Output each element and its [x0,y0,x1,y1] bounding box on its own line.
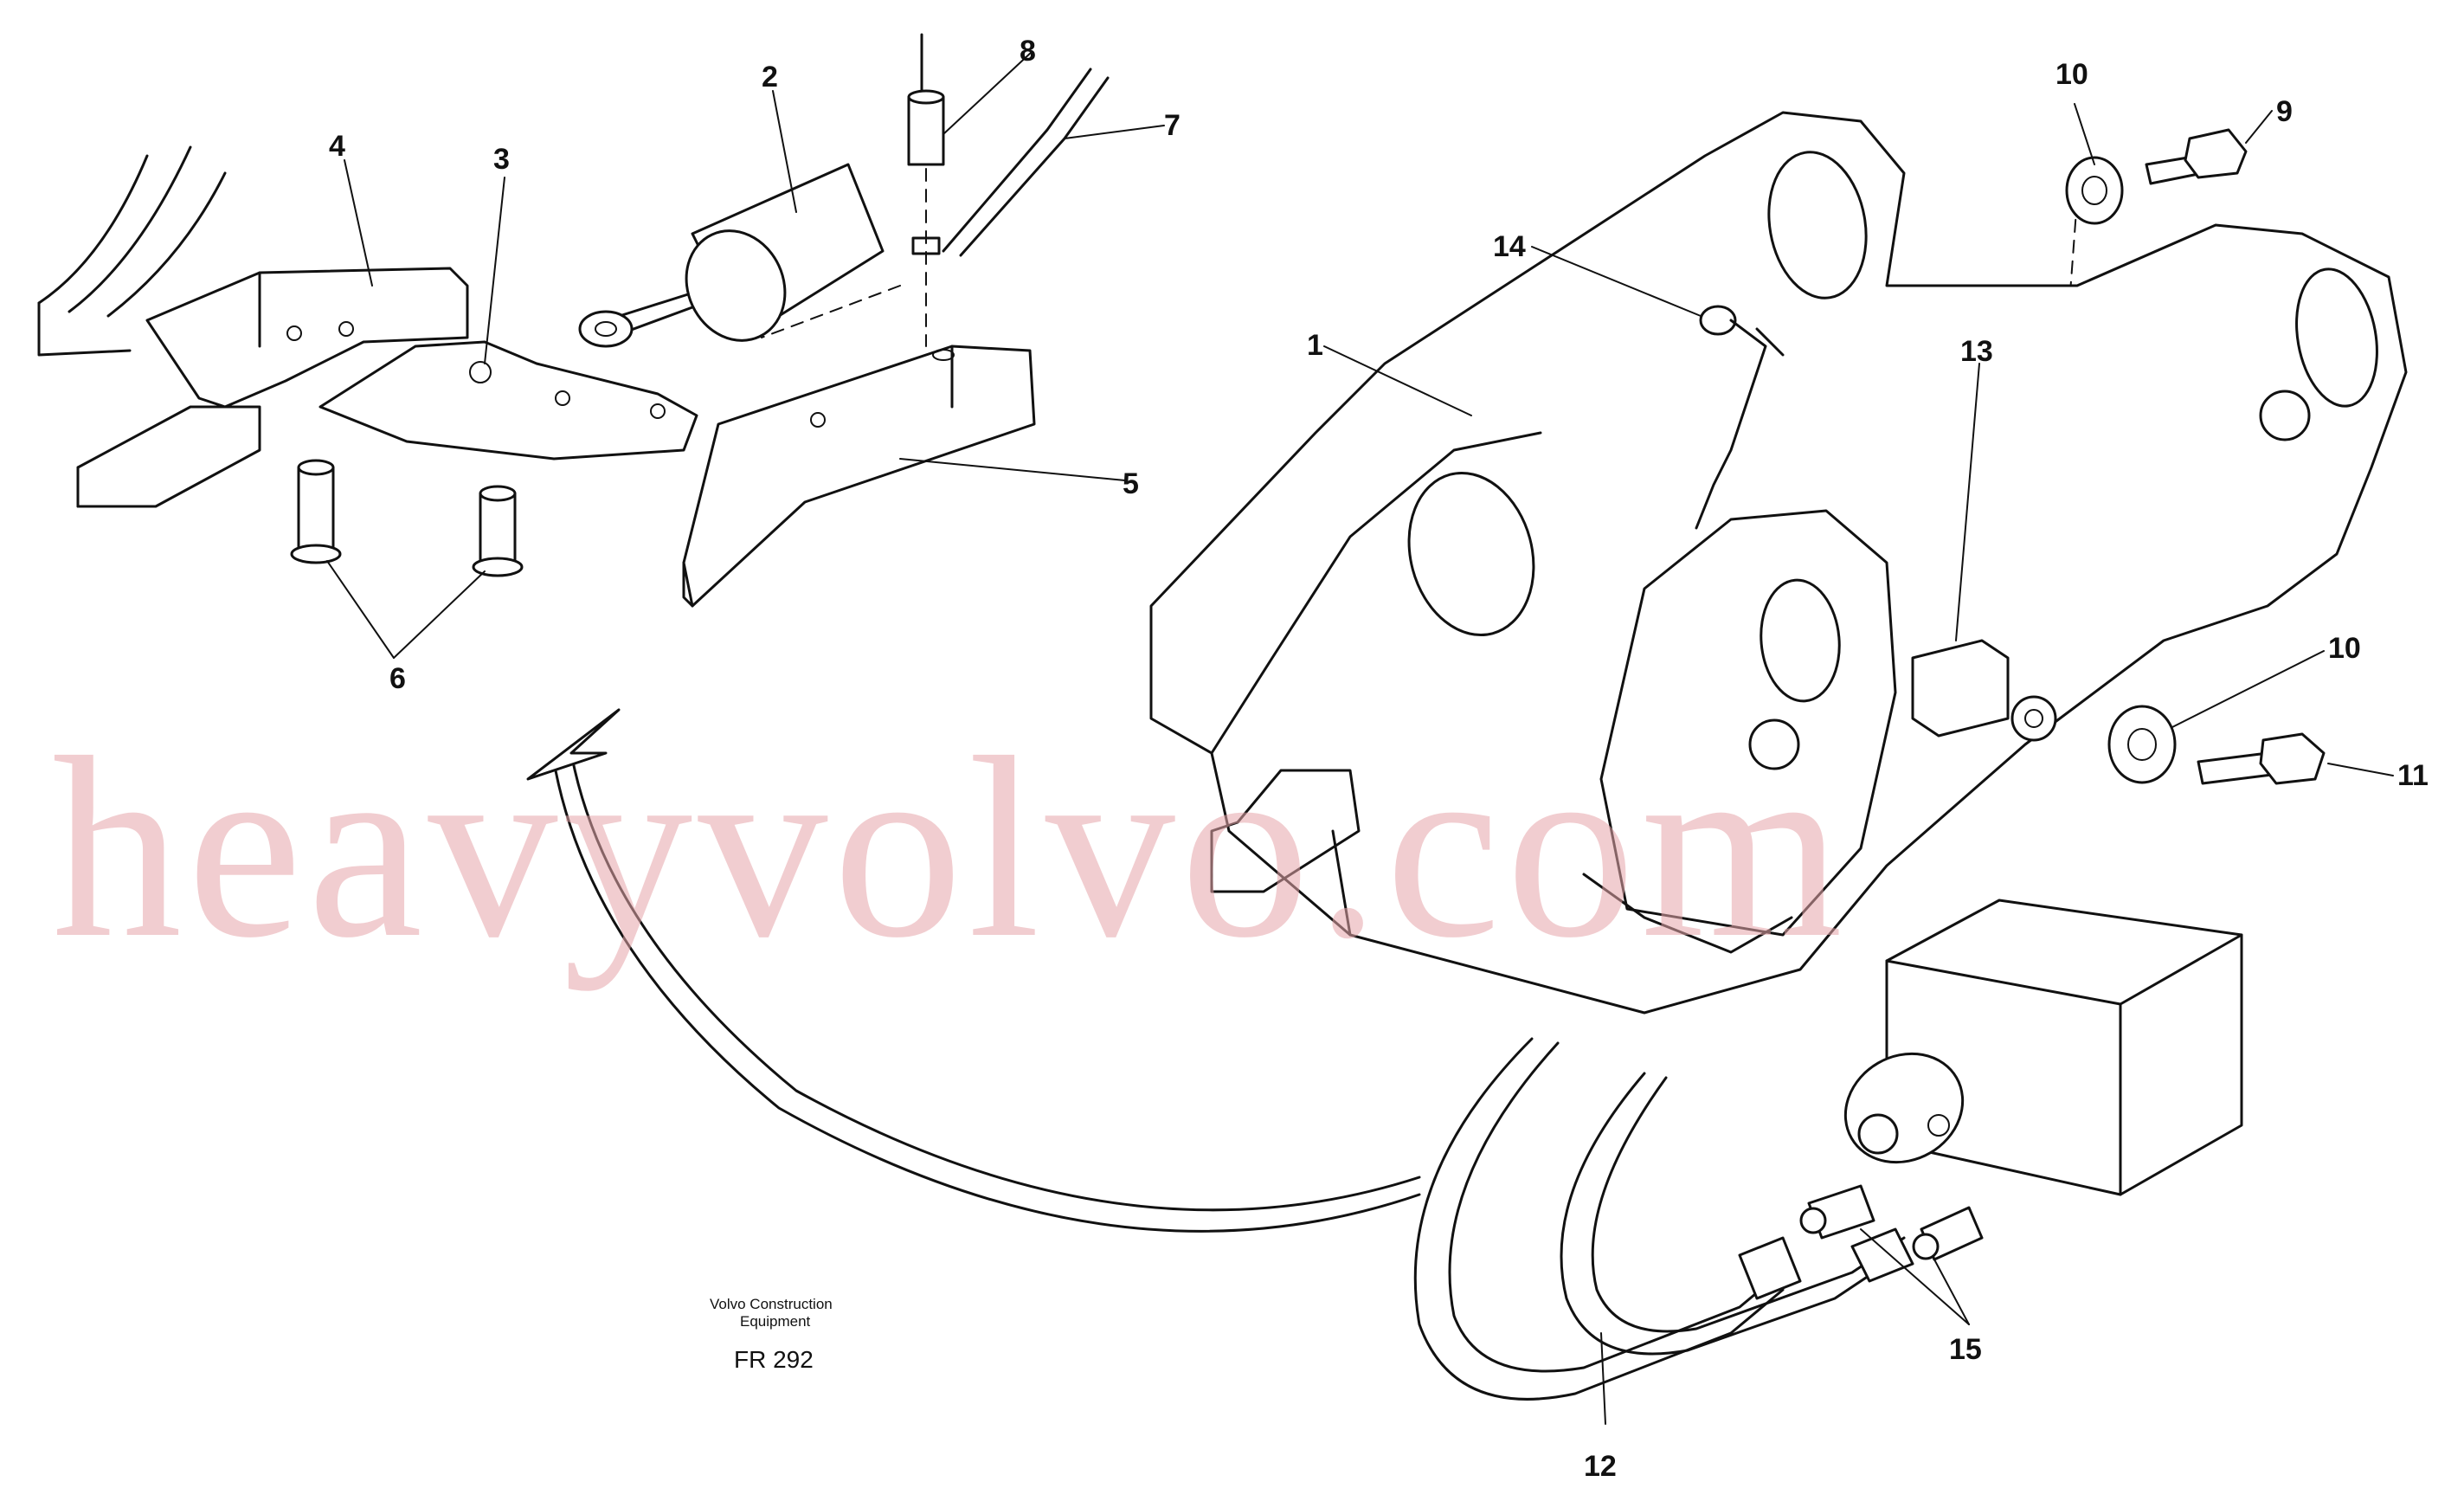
part-8-pin [907,33,945,166]
callout-3: 3 [493,143,510,176]
callout-8: 8 [1020,35,1036,68]
callout-10-lower: 10 [2328,632,2361,665]
callout-14: 15 [1949,1333,1982,1366]
callout-7: 7 [1164,109,1181,142]
caption-maker-line2: Equipment [740,1313,811,1330]
callout-1: 1 [1307,329,1323,362]
part-10-washer-lower [2107,705,2177,784]
part-9-bolt [2145,128,2248,185]
callout-6: 6 [389,662,406,695]
caption-figure-code: FR 292 [734,1346,814,1373]
hydraulic-valve-block [1843,899,2243,1196]
callout-2: 2 [762,61,778,93]
part-1-quick-coupler [1149,111,2408,1015]
part-2-cylinder [578,163,885,348]
part-6-pins [290,459,524,577]
watermark-text: heavyvolvo.com [52,704,1848,992]
part-4-bracket [145,267,469,409]
part-12-cylinder-block [1911,639,2057,742]
callout-12: 13 [1960,335,1993,368]
part-3-plate [318,340,698,461]
callout-4: 4 [329,130,345,163]
caption-maker-line1: Volvo Construction [710,1296,833,1312]
part-10-washer-top [2065,156,2124,225]
hook-lower-block [76,405,261,508]
callout-13: 12 [1584,1450,1617,1483]
part-5-wedge-block [682,345,1036,608]
callout-labels: 4 3 2 8 7 5 6 1 10 9 14 13 10 11 15 12 [329,35,2429,1483]
assembly-direction-arrow [526,708,1421,1233]
callout-9: 9 [2276,95,2293,128]
part-14-fittings [1799,1184,1984,1261]
callout-10-top: 10 [2055,58,2088,91]
callout-5: 5 [1123,467,1139,500]
part-11-bolt [2197,732,2326,785]
part-13-hoses [1413,1037,1914,1401]
callout-15: 14 [1493,230,1526,263]
part-15-grease-nipple [1695,305,1785,530]
left-bucket-edge-drawing [37,145,227,357]
callout-11: 11 [2397,759,2429,792]
diagram-caption: Volvo Construction Equipment FR 292 [710,1296,833,1373]
leader-lines [326,51,2394,1425]
